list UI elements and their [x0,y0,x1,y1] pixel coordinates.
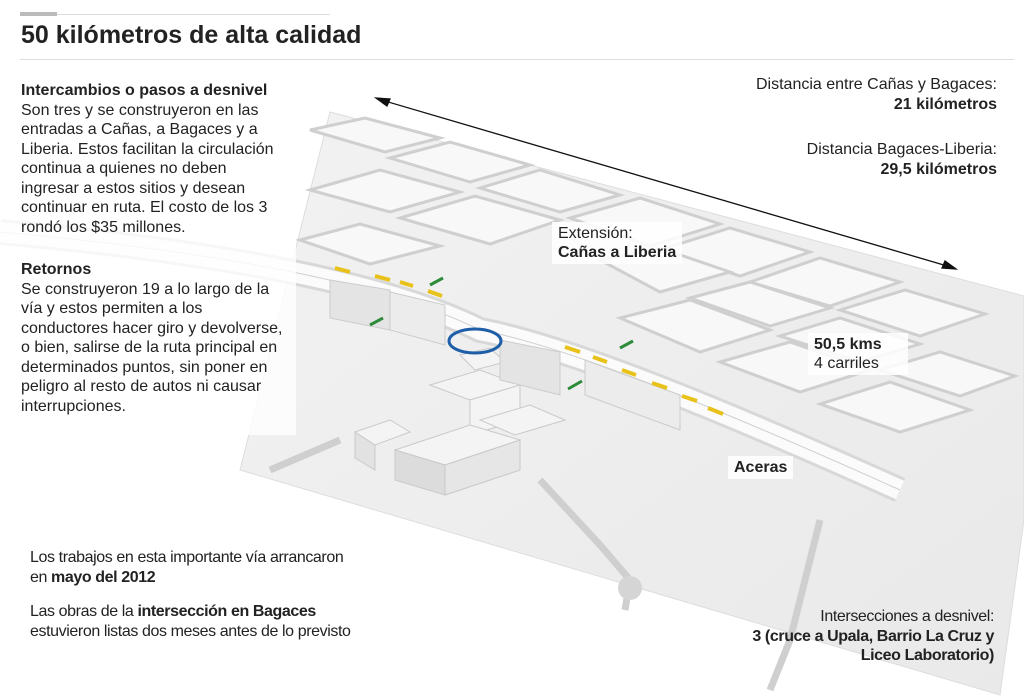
trabajos-note: Los trabajos en esta importante vía arra… [30,548,360,587]
interchange-ring-icon [447,327,503,355]
trabajos-date: mayo del 2012 [51,568,156,586]
kms-label: 50,5 kms 4 carriles [808,333,908,375]
retornos-heading: Retornos [21,261,92,278]
retornos-section: Retornos Se construyeron 19 a lo largo d… [21,260,286,416]
distancia2-label: Distancia Bagaces-Liberia: [806,141,997,158]
return-arrows [369,276,634,391]
intercambios-body: Son tres y se construyeron en las entrad… [21,101,274,236]
distancia2-value: 29,5 kilómetros [880,160,998,178]
kms-value: 50,5 kms [814,336,882,353]
lane-markings [334,266,724,416]
distancia1-value: 21 kilómetros [893,95,997,113]
obras-text-post: estuvieron listas dos meses antes de lo … [30,622,351,640]
lanes-value: 4 carriles [814,355,879,372]
intersecciones-label: Intersecciones a desnivel: [820,608,994,625]
obras-text-pre: Las obras de la [30,603,138,620]
roundabout [618,576,642,600]
distancia-canas-bagaces: Distancia entre Cañas y Bagaces: 21 kiló… [756,75,997,114]
distance-arrow [373,97,959,270]
intersecciones-note: Intersecciones a desnivel: 3 (cruce a Up… [714,607,994,666]
trabajos-text: Los trabajos en esta importante vía arra… [30,549,344,586]
extension-title: Extensión: [558,225,633,242]
obras-note: Las obras de la intersección en Bagaces … [30,602,360,641]
retornos-body: Se construyeron 19 a lo largo de la vía … [21,280,283,415]
distancia1-label: Distancia entre Cañas y Bagaces: [755,76,997,93]
intercambios-heading: Intercambios o pasos a desnivel [21,82,268,99]
top-rule [20,14,330,15]
aceras-label: Aceras [728,456,794,479]
page-title: 50 kilómetros de alta calidad [21,21,362,49]
distancia-bagaces-liberia: Distancia Bagaces-Liberia: 29,5 kilómetr… [807,140,997,179]
extension-value: Cañas a Liberia [558,244,677,261]
left-text-panel [0,70,296,435]
extension-label: Extensión: Cañas a Liberia [552,222,683,264]
top-rule-accent [20,12,57,16]
title-rule [20,59,1014,60]
intercambios-section: Intercambios o pasos a desnivel Son tres… [21,81,286,237]
obras-highlight: intersección en Bagaces [137,603,316,620]
intersecciones-value: 3 (cruce a Upala, Barrio La Cruz y Liceo… [752,627,994,665]
